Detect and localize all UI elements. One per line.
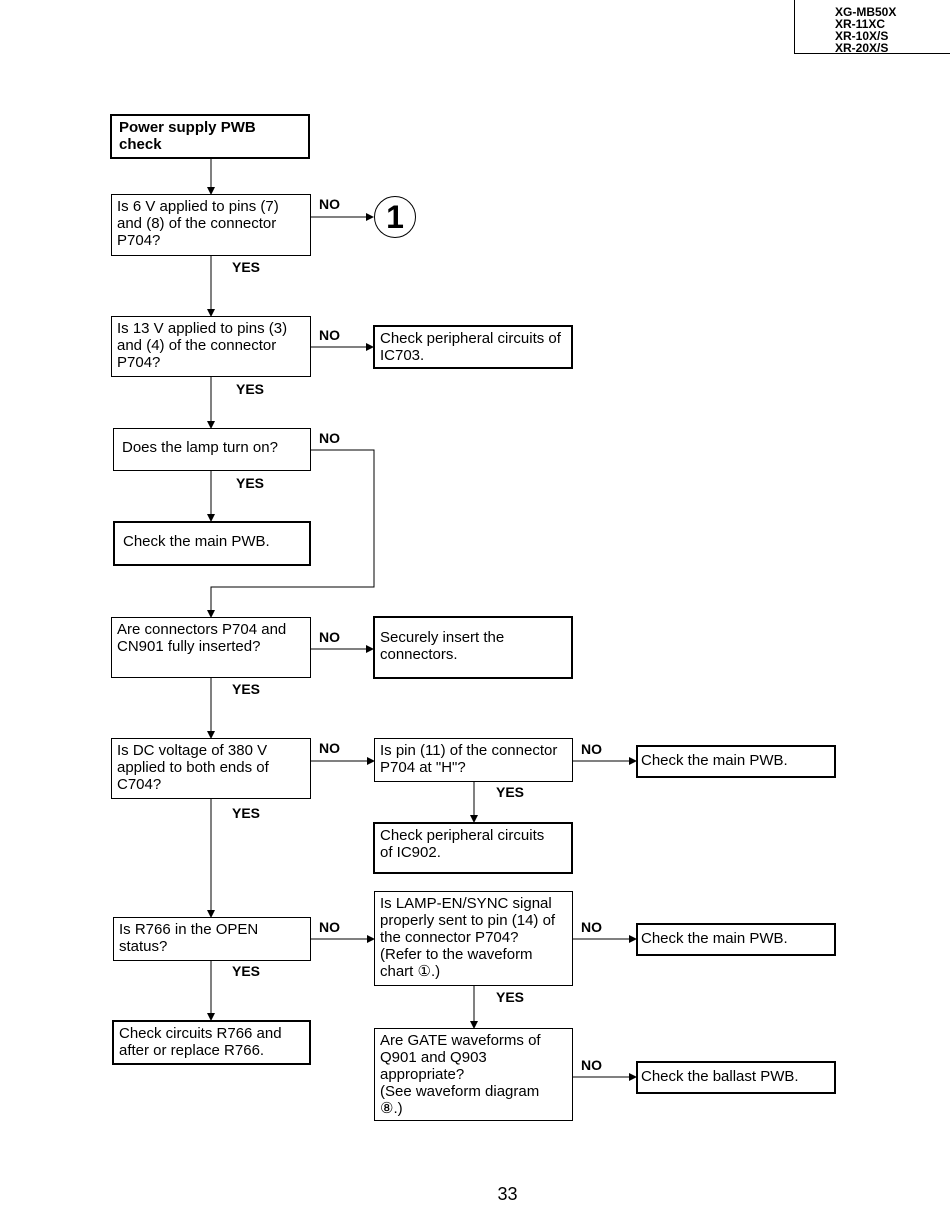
no-label: NO [319, 740, 340, 756]
no-label: NO [319, 629, 340, 645]
page-number: 33 [497, 1184, 518, 1204]
yes-label: YES [496, 989, 525, 1005]
decision-gate-waveforms: Are GATE waveforms of Q901 and Q903 appr… [374, 1028, 573, 1121]
yes-label: YES [496, 784, 525, 800]
model-list: XG-MB50X XR-11XC XR-10X/S XR-20X/S [794, 0, 950, 54]
no-label: NO [581, 741, 602, 757]
action-check-ballast-pwb: Check the ballast PWB. [636, 1061, 836, 1094]
action-check-main-pwb: Check the main PWB. [636, 923, 836, 956]
connector-ref-1: 1 [374, 196, 416, 238]
no-label: NO [319, 196, 340, 212]
yes-label: YES [236, 475, 265, 491]
start-box: Power supply PWB check [110, 114, 310, 159]
decision-lamp-en-sync: Is LAMP-EN/SYNC signal properly sent to … [374, 891, 573, 986]
decision-lamp-on: Does the lamp turn on? [113, 428, 311, 471]
action-check-r766: Check circuits R766 and after or replace… [112, 1020, 311, 1065]
decision-r766-open: Is R766 in the OPEN status? [113, 917, 311, 961]
yes-label: YES [232, 805, 261, 821]
no-label: NO [319, 919, 340, 935]
decision-connectors: Are connectors P704 and CN901 fully inse… [111, 617, 311, 678]
action-insert-connectors: Securely insert the connectors. [373, 616, 573, 679]
action-check-main-pwb: Check the main PWB. [113, 521, 311, 566]
yes-label: YES [232, 259, 261, 275]
decision-6v: Is 6 V applied to pins (7) and (8) of th… [111, 194, 311, 256]
action-check-ic902: Check peripheral circuits of IC902. [373, 822, 573, 874]
model-name: XR-20X/S [835, 41, 889, 55]
yes-label: YES [232, 963, 261, 979]
action-check-main-pwb: Check the main PWB. [636, 745, 836, 778]
decision-pin11: Is pin (11) of the connector P704 at "H"… [374, 738, 573, 782]
no-label: NO [581, 1057, 602, 1073]
yes-label: YES [236, 381, 265, 397]
model-name: XG-MB50X [835, 5, 897, 19]
action-check-ic703: Check peripheral circuits of IC703. [373, 325, 573, 369]
yes-label: YES [232, 681, 261, 697]
model-name: XR-10X/S [835, 29, 889, 43]
model-name: XR-11XC [835, 17, 886, 31]
no-label: NO [319, 430, 340, 446]
decision-dc-380v: Is DC voltage of 380 V applied to both e… [111, 738, 311, 799]
no-label: NO [319, 327, 340, 343]
decision-13v: Is 13 V applied to pins (3) and (4) of t… [111, 316, 311, 377]
no-label: NO [581, 919, 602, 935]
